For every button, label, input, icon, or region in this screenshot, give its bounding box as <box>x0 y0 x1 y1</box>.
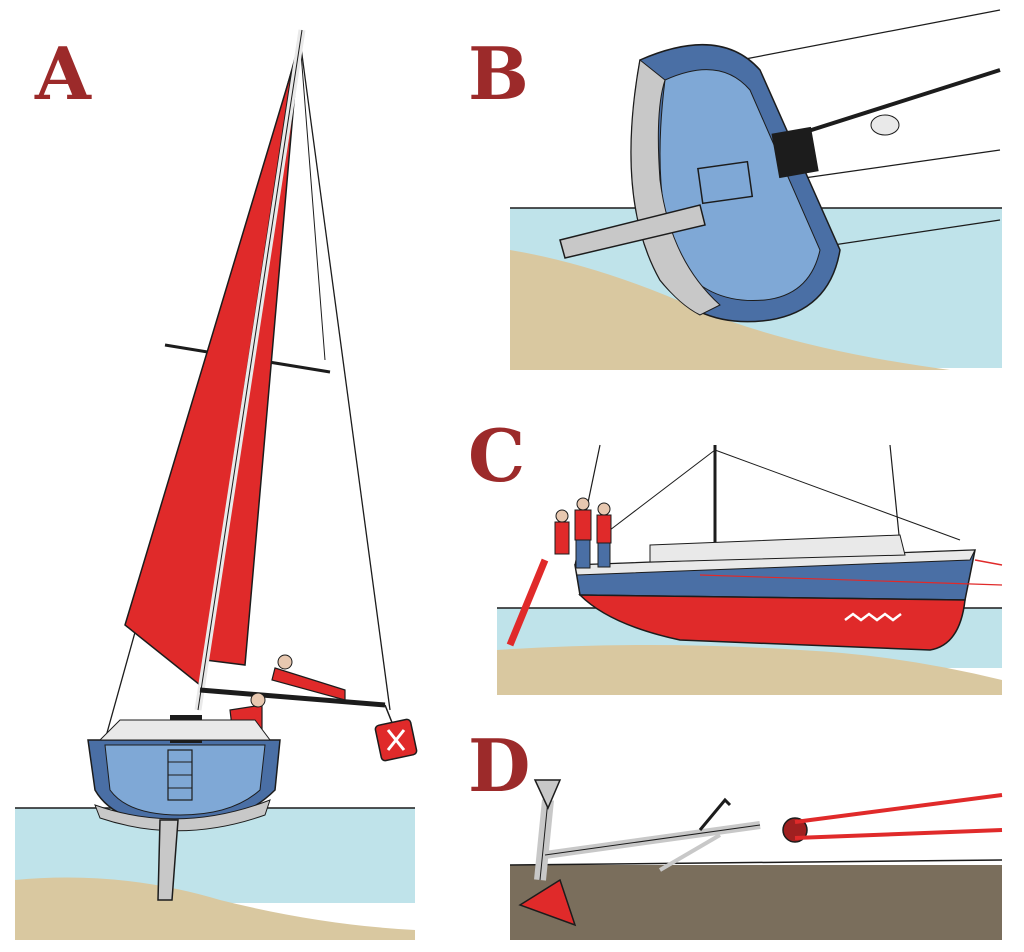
panel-a-sand <box>15 877 415 940</box>
panel-label-c: C <box>468 413 526 498</box>
panel-c-pole <box>506 558 549 647</box>
panel-b-scene <box>510 9 1002 370</box>
panel-c-hull <box>574 534 976 651</box>
panel-d-rope-1 <box>794 793 1003 824</box>
panel-b-hull <box>630 43 841 323</box>
panel-d-rope-2 <box>794 828 1003 840</box>
panel-a-jerrycan <box>374 718 418 762</box>
panel-b-keel <box>559 204 706 259</box>
panel-d-anchor <box>518 779 808 927</box>
panel-a-hull <box>87 715 281 832</box>
panel-c-sand <box>497 645 1002 695</box>
panel-d-scene <box>509 779 1003 940</box>
panel-c-crew-figures <box>554 497 612 569</box>
panel-c-scene <box>497 444 1003 695</box>
panel-b-sand <box>510 250 950 370</box>
panel-label-b: B <box>468 31 529 116</box>
panel-a-scene <box>15 29 418 940</box>
panel-label-a: A <box>35 31 91 116</box>
panel-a-keel <box>157 819 179 901</box>
panel-label-d: D <box>468 723 531 808</box>
panel-d-ground <box>510 865 1002 940</box>
